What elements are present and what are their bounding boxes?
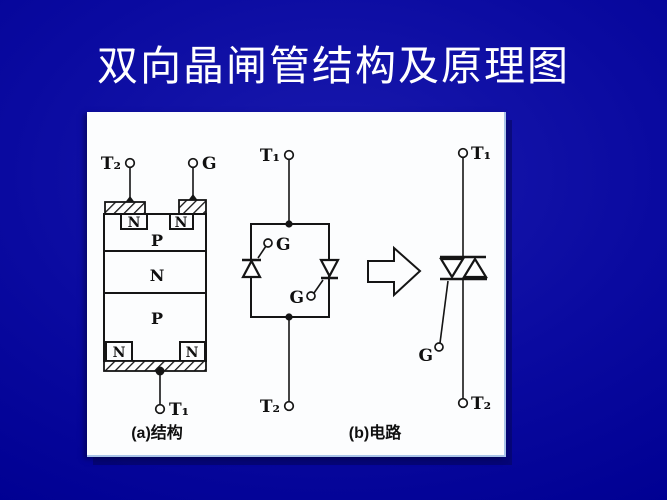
circuit-g-right-label: G — [289, 288, 304, 308]
t1-metal-contact — [103, 360, 207, 372]
t2-terminal-icon — [124, 157, 136, 169]
g-metal-contact — [178, 199, 207, 215]
n-well-top-right-label: N — [175, 215, 188, 231]
arrow-right-icon — [367, 245, 422, 298]
circuit-t2-terminal-icon — [283, 400, 295, 412]
n-well-top-right — [169, 213, 194, 230]
p-upper-label: P — [151, 231, 163, 250]
n-well-top-left — [120, 213, 148, 230]
t1-terminal-icon — [154, 403, 166, 415]
circuit-caption: (b)电路 — [349, 423, 402, 442]
symbol-t1-terminal-icon — [457, 147, 469, 159]
symbol-t2-label: T₂ — [471, 394, 491, 414]
circuit-t2-label: T₂ — [260, 397, 280, 417]
triac-diagram: T₂ G N N P — [101, 144, 491, 442]
structure-caption: (a)结构 — [131, 423, 183, 442]
scr-left-triangle — [241, 258, 262, 279]
symbol-gate-terminal-icon — [434, 342, 444, 352]
circuit-g-left-label: G — [276, 235, 291, 255]
n-well-bottom-left-label: N — [113, 345, 126, 361]
symbol-g-label: G — [418, 346, 433, 366]
scr-left-gate-wire — [257, 245, 267, 259]
symbol-t1-label: T₁ — [471, 144, 491, 164]
triac-right-triangle — [462, 256, 488, 279]
diagram-panel: T₂ G N N P — [87, 112, 506, 457]
p-lower-label: P — [151, 309, 163, 328]
symbol-gate-wire — [439, 280, 449, 344]
triac-symbol: T₁ G T₂ — [418, 144, 491, 414]
symbol-t2-terminal-icon — [457, 397, 469, 409]
circuit-t1-terminal-icon — [283, 149, 295, 161]
n-well-top-left-label: N — [128, 215, 141, 231]
slide-title: 双向晶闸管结构及原理图 — [97, 43, 570, 89]
structure-t1-label: T₁ — [169, 400, 189, 420]
scr-right-triangle — [319, 258, 340, 279]
structure-g-label: G — [202, 154, 217, 174]
scr-right-gate-wire — [313, 279, 324, 294]
circuit-t1-label: T₁ — [260, 146, 280, 166]
structure-diagram: T₂ G N N P — [101, 154, 217, 442]
triac-left-triangle — [439, 257, 465, 280]
circuit-diagram: T₁ G G T₂ — [241, 146, 402, 442]
structure-t2-label: T₂ — [101, 154, 121, 174]
scr-right-gate-terminal-icon — [306, 291, 316, 301]
n-well-bottom-right-label: N — [186, 345, 199, 361]
n-middle-label: N — [150, 266, 165, 285]
t2-metal-contact — [104, 201, 146, 215]
scr-left-gate-terminal-icon — [263, 238, 273, 248]
g-terminal-icon — [187, 157, 199, 169]
